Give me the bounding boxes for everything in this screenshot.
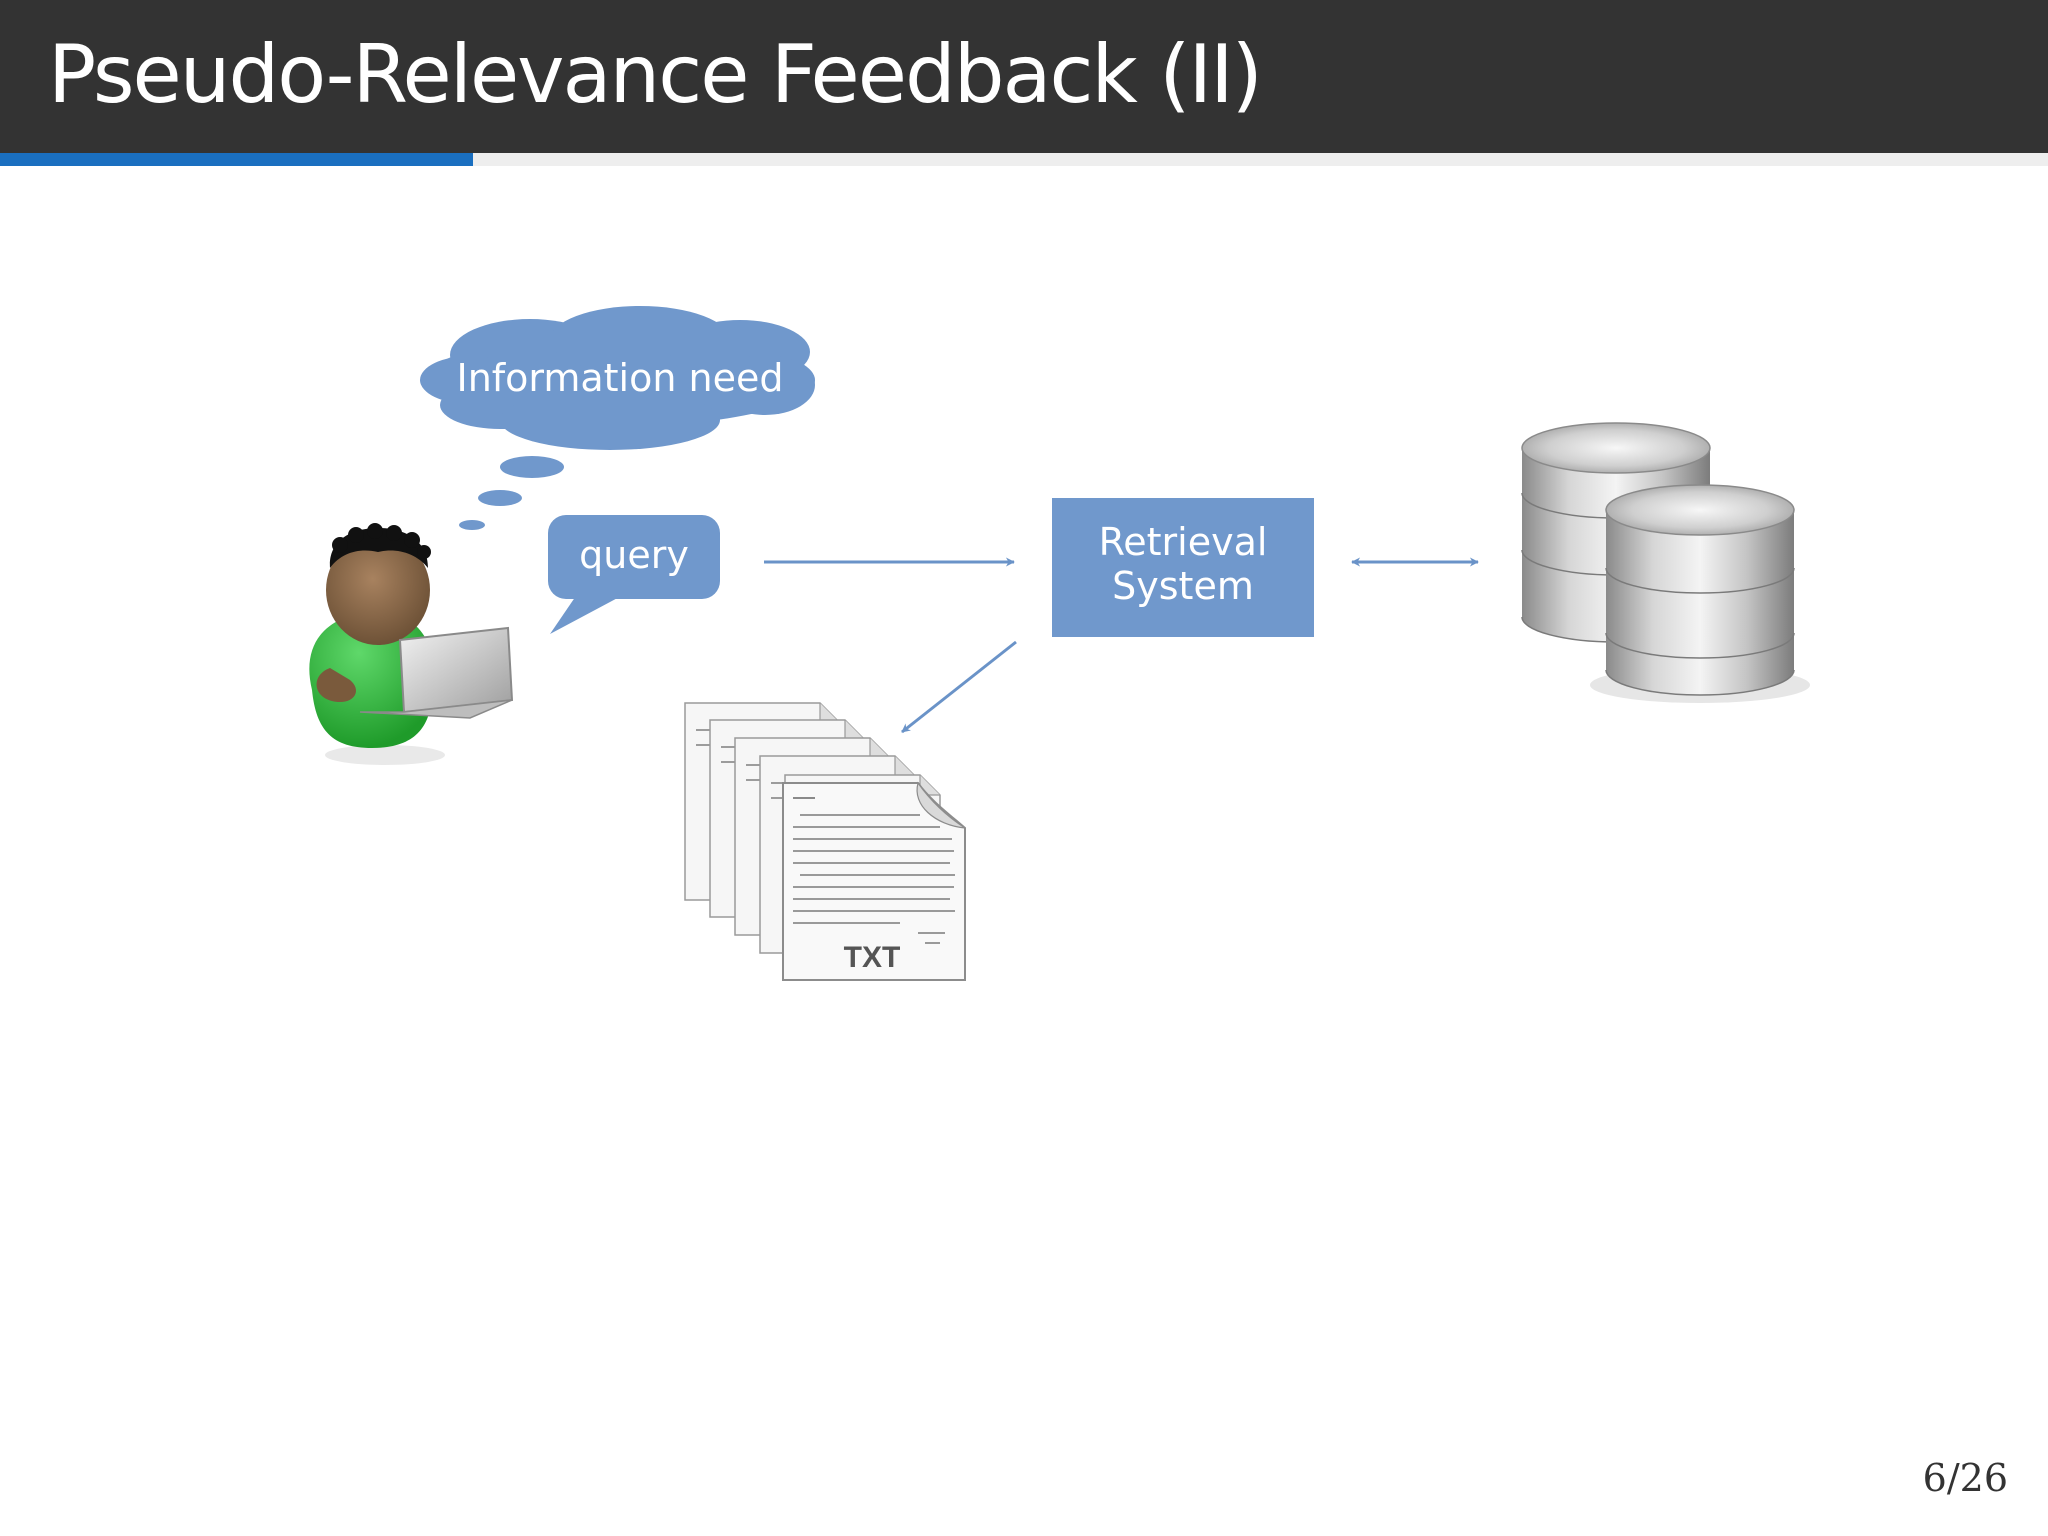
- system-to-documents-arrow: [901, 640, 1017, 734]
- thought-bubbles: [459, 456, 564, 530]
- retrieval-system-box: Retrieval System: [1052, 498, 1314, 637]
- retrieval-system-label-line2: System: [1112, 564, 1254, 608]
- page-number: 6/26: [1922, 1456, 2008, 1500]
- database-icon: [1521, 422, 1810, 703]
- progress-bar-fill: [0, 153, 474, 166]
- slide-title: Pseudo-Relevance Feedback (II): [48, 28, 1263, 121]
- document-type-label: TXT: [844, 941, 901, 974]
- progress-bar: [0, 153, 2048, 166]
- user-with-laptop-icon: [309, 523, 514, 765]
- title-bar: Pseudo-Relevance Feedback (II): [0, 0, 2048, 153]
- query-label: query: [579, 533, 689, 577]
- retrieval-system-label-line1: Retrieval: [1099, 520, 1268, 564]
- document-stack-icon: TXT: [684, 702, 966, 981]
- information-need-cloud: Information need: [420, 306, 815, 450]
- query-bubble: query: [548, 515, 720, 634]
- information-need-label: Information need: [456, 356, 783, 400]
